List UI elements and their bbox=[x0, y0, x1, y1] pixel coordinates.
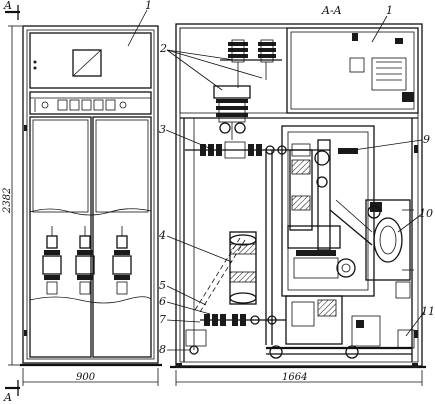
section-view: A-A bbox=[170, 4, 426, 369]
lower-cable-compartment bbox=[185, 295, 381, 355]
control-strip bbox=[29, 91, 152, 115]
callout-7: 7 bbox=[159, 313, 166, 326]
callout-leaders bbox=[127, 9, 425, 351]
front-width-dimension: 900 bbox=[22, 368, 159, 386]
right-door bbox=[92, 116, 152, 358]
section-mark-bottom: A bbox=[3, 391, 12, 404]
busbar-insulators bbox=[220, 39, 282, 88]
height-dimension: 2382 bbox=[2, 25, 22, 366]
front-pole-assemblies bbox=[42, 226, 132, 295]
callout-8: 8 bbox=[159, 343, 166, 356]
upper-disconnector bbox=[213, 85, 251, 140]
section-mark-top: A bbox=[3, 0, 12, 12]
section-title: A-A bbox=[321, 4, 342, 17]
front-width-label: 900 bbox=[76, 372, 96, 383]
callout-5: 5 bbox=[159, 279, 166, 292]
meter-window bbox=[72, 49, 102, 77]
callout-9: 9 bbox=[423, 133, 430, 146]
left-door bbox=[29, 116, 92, 358]
callout-6: 6 bbox=[159, 295, 166, 308]
front-view bbox=[20, 25, 162, 367]
callout-3: 3 bbox=[159, 123, 166, 136]
current-transformer bbox=[194, 231, 257, 313]
callout-2: 2 bbox=[159, 42, 167, 55]
height-dim-label: 2382 bbox=[2, 188, 13, 214]
callout-1-section: 1 bbox=[386, 4, 393, 17]
breaker-truck bbox=[281, 125, 375, 297]
depth-dimension: 1664 bbox=[175, 370, 423, 386]
callout-11: 11 bbox=[421, 305, 435, 318]
depth-dim-label: 1664 bbox=[282, 372, 307, 383]
operating-drive bbox=[365, 199, 414, 299]
truck-rails bbox=[266, 329, 415, 359]
section-marks: A A bbox=[3, 0, 20, 404]
relay-panel bbox=[29, 32, 152, 89]
callout-4: 4 bbox=[158, 229, 166, 242]
callout-1-front: 1 bbox=[145, 0, 152, 12]
relay-cabinet bbox=[286, 27, 419, 114]
callout-numbers: 1 2 3 4 5 6 7 8 9 10 11 1 bbox=[145, 0, 435, 356]
callout-10: 10 bbox=[419, 207, 433, 220]
